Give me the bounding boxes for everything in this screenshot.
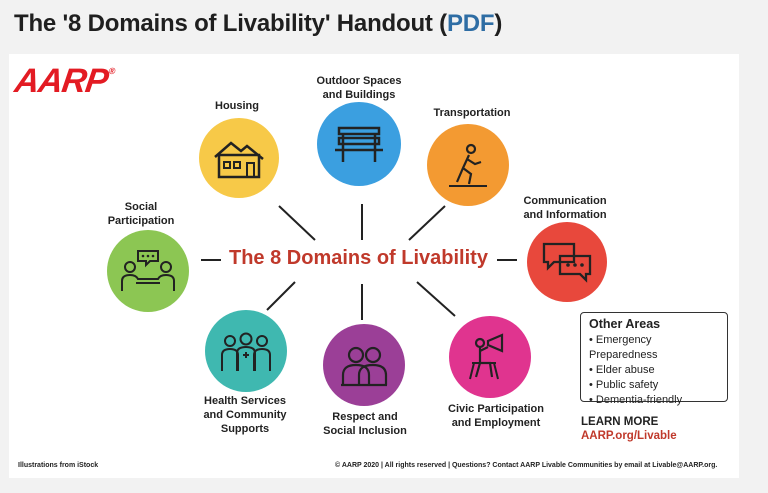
respect-circle xyxy=(323,324,405,406)
connector-health xyxy=(266,281,296,311)
transportation-circle xyxy=(427,124,509,206)
title-suffix: ) xyxy=(494,10,503,37)
conversation-icon xyxy=(121,250,175,291)
connector-transportation xyxy=(408,205,446,241)
health-circle xyxy=(205,310,287,392)
pedestrian-icon xyxy=(449,143,487,187)
transportation-label: Transportation xyxy=(433,107,511,119)
other-area-item: Public safety xyxy=(589,378,719,393)
other-areas-title: Other Areas xyxy=(589,317,661,331)
other-area-item: Emergency Preparedness xyxy=(589,333,719,363)
connector-civic xyxy=(416,281,456,317)
title-text: The '8 Domains of Livability' Handout ( xyxy=(14,10,447,37)
health-label: Health Services and Community Supports xyxy=(203,395,287,435)
other-areas-list: Emergency Preparedness Elder abuse Publi… xyxy=(589,333,719,408)
housing-label: Housing xyxy=(215,100,259,112)
outdoor-label: Outdoor Spaces and Buildings xyxy=(316,75,402,101)
bench-icon xyxy=(335,126,383,162)
house-icon xyxy=(214,141,264,179)
page-title: The '8 Domains of Livability' Handout (P… xyxy=(14,10,502,38)
other-area-item: Dementia-friendly xyxy=(589,393,719,408)
social-label: Social Participation xyxy=(107,201,175,227)
learn-more-link[interactable]: AARP.org/Livable xyxy=(581,430,677,442)
communication-label: Communication and Information xyxy=(523,195,607,221)
handout-image: AARP® The 8 Domains of Livability Housin… xyxy=(9,54,739,478)
center-title: The 8 Domains of Livability xyxy=(229,247,488,269)
civic-circle xyxy=(449,316,531,398)
respect-label: Respect and Social Inclusion xyxy=(323,411,407,437)
housing-circle xyxy=(199,118,279,198)
chat-bubbles-icon xyxy=(542,242,592,283)
illustration-credit: Illustrations from iStock xyxy=(18,462,99,469)
civic-label: Civic Participation and Employment xyxy=(448,403,544,429)
other-area-item: Elder abuse xyxy=(589,363,719,378)
embrace-icon xyxy=(341,346,388,387)
social-circle xyxy=(107,230,189,312)
connector-lines xyxy=(201,204,517,320)
connector-housing xyxy=(278,205,316,241)
communication-circle xyxy=(527,222,607,302)
megaphone-icon xyxy=(469,333,504,380)
pdf-link[interactable]: PDF xyxy=(446,10,495,37)
community-people-icon xyxy=(221,332,271,371)
outdoor-circle xyxy=(317,102,401,186)
learn-more-label: LEARN MORE xyxy=(581,416,659,428)
other-areas-box: Other Areas Emergency Preparedness Elder… xyxy=(580,312,728,406)
copyright-notice: © AARP 2020 | All rights reserved | Ques… xyxy=(335,462,718,469)
